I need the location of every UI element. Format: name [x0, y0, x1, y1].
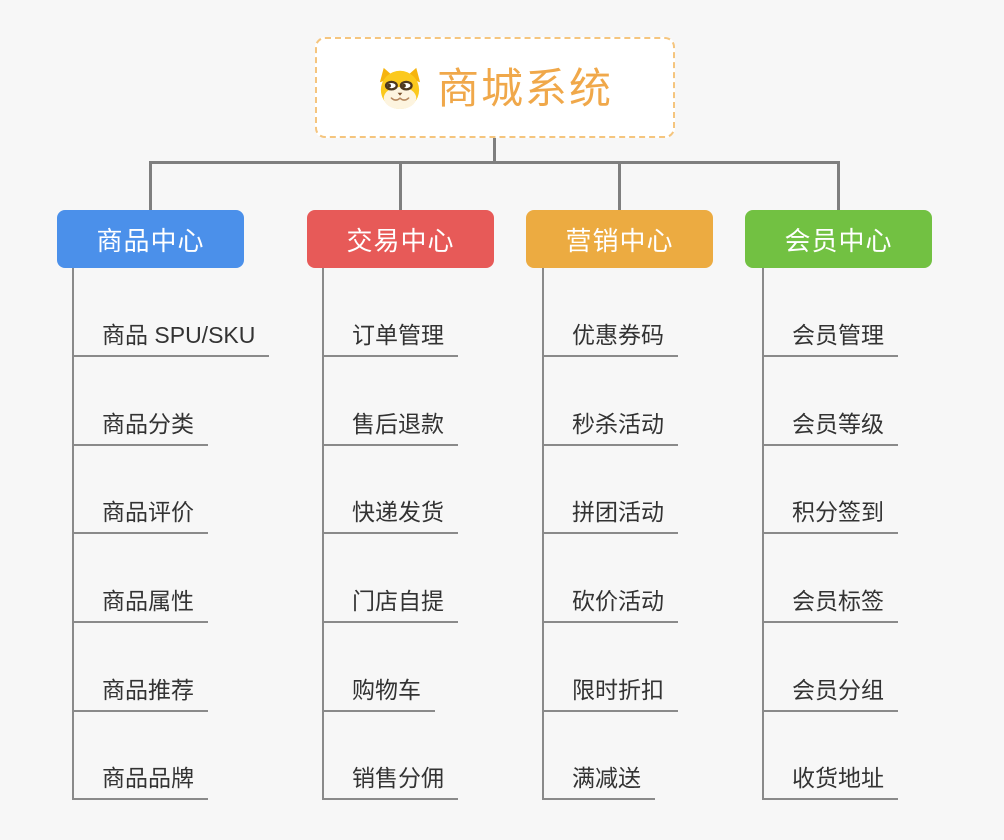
connector-drop-branch-1 — [149, 161, 152, 210]
root-node[interactable]: 商城系统 — [315, 37, 675, 138]
list-item[interactable]: 积分签到 — [762, 498, 898, 534]
list-item[interactable]: 商品推荐 — [72, 676, 208, 712]
list-item[interactable]: 订单管理 — [322, 321, 458, 357]
list-item[interactable]: 快递发货 — [322, 498, 458, 534]
connector-drop-branch-2 — [399, 161, 402, 210]
list-item[interactable]: 商品属性 — [72, 587, 208, 623]
list-item[interactable]: 拼团活动 — [542, 498, 678, 534]
list-item[interactable]: 满减送 — [542, 764, 655, 800]
list-item[interactable]: 秒杀活动 — [542, 410, 678, 446]
branch-items-marketing-center: 优惠券码 秒杀活动 拼团活动 砍价活动 限时折扣 满减送 — [542, 268, 782, 800]
branch-node-trade-center[interactable]: 交易中心 — [307, 210, 494, 268]
branch-node-product-center[interactable]: 商品中心 — [57, 210, 244, 268]
branch-items-product-center: 商品 SPU/SKU 商品分类 商品评价 商品属性 商品推荐 商品品牌 — [72, 268, 312, 800]
list-item[interactable]: 收货地址 — [762, 764, 898, 800]
list-item[interactable]: 会员标签 — [762, 587, 898, 623]
list-item[interactable]: 限时折扣 — [542, 676, 678, 712]
list-item[interactable]: 会员管理 — [762, 321, 898, 357]
connector-drop-branch-3 — [618, 161, 621, 210]
list-item[interactable]: 会员分组 — [762, 676, 898, 712]
list-item[interactable]: 商品 SPU/SKU — [72, 321, 270, 357]
connector-root-drop — [493, 137, 496, 163]
list-item[interactable]: 门店自提 — [322, 587, 458, 623]
list-item[interactable]: 销售分佣 — [322, 764, 458, 800]
branch-items-trade-center: 订单管理 售后退款 快递发货 门店自提 购物车 销售分佣 — [322, 268, 562, 800]
branch-items-member-center: 会员管理 会员等级 积分签到 会员标签 会员分组 收货地址 — [762, 268, 1002, 800]
root-title: 商城系统 — [436, 64, 613, 112]
connector-drop-branch-4 — [837, 161, 840, 210]
list-item[interactable]: 商品评价 — [72, 498, 208, 534]
branch-node-member-center[interactable]: 会员中心 — [745, 210, 932, 268]
list-item[interactable]: 会员等级 — [762, 410, 898, 446]
shiba-dog-icon — [379, 67, 421, 109]
list-item[interactable]: 商品分类 — [72, 410, 208, 446]
list-item[interactable]: 购物车 — [322, 676, 435, 712]
connector-horizontal-bus — [149, 161, 840, 164]
branch-node-marketing-center[interactable]: 营销中心 — [526, 210, 713, 268]
list-item[interactable]: 商品品牌 — [72, 764, 208, 800]
list-item[interactable]: 售后退款 — [322, 410, 458, 446]
list-item[interactable]: 优惠券码 — [542, 321, 678, 357]
list-item[interactable]: 砍价活动 — [542, 587, 678, 623]
